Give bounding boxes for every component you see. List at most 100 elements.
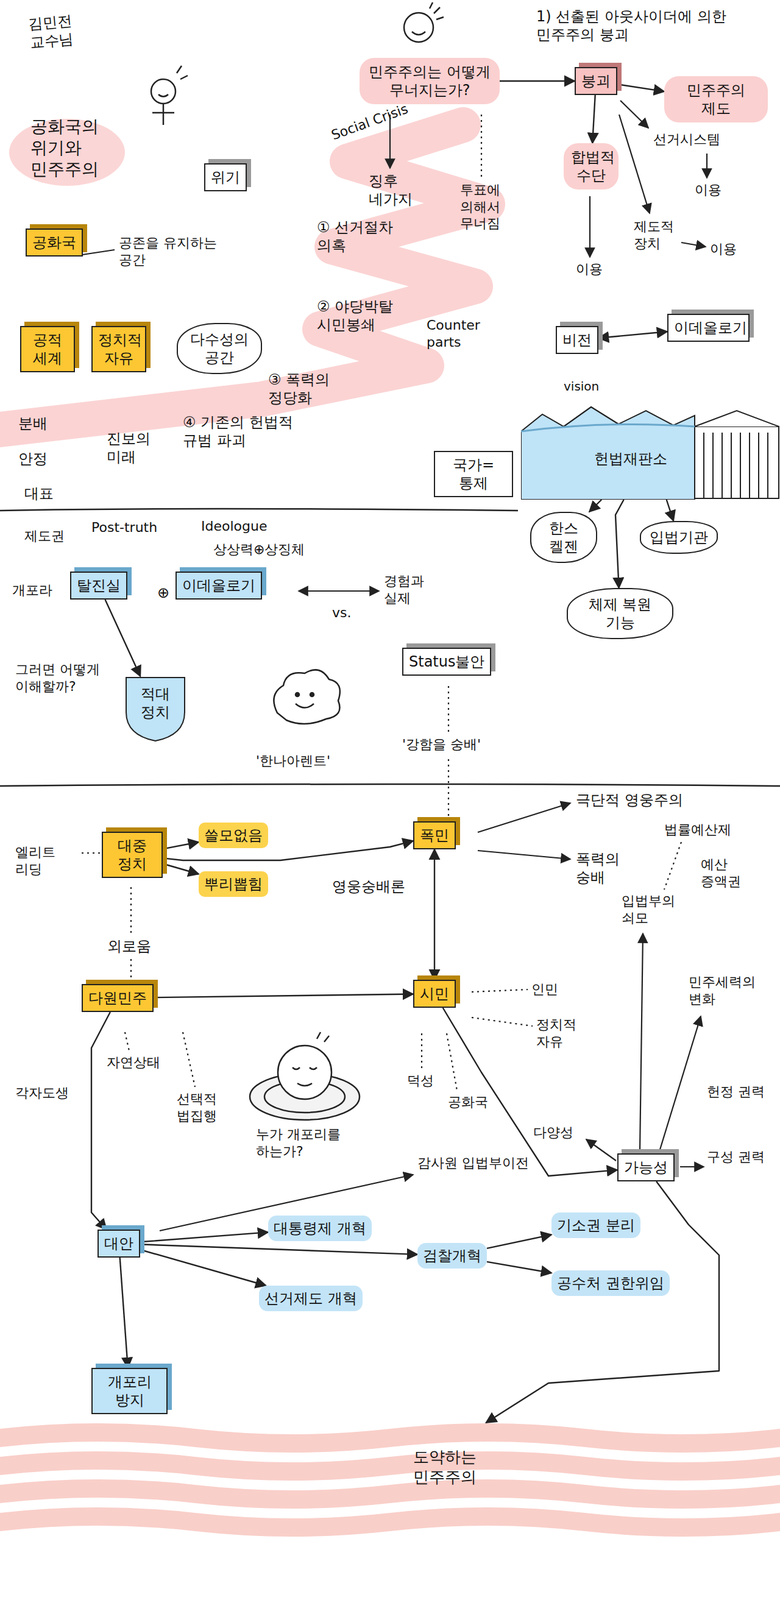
note-label: 제도적 장치	[633, 218, 683, 252]
label-text: 이데올로기	[182, 576, 256, 595]
label-text: 공적 세계	[26, 330, 69, 368]
reform-note: 검찰개혁	[417, 1243, 487, 1269]
note-label: 선택적 법집행	[176, 1090, 244, 1125]
post-truth-box: 탈진실	[70, 571, 128, 600]
connector-arrow	[162, 842, 199, 849]
note-label: 민주세력의 변화	[688, 973, 774, 1008]
note-label: 김민전 교수님	[27, 8, 110, 52]
connector-arrow	[153, 994, 414, 999]
vision-box: 비전	[555, 326, 599, 355]
note-label: 법률예산제	[664, 821, 732, 839]
note-label: ④ 기존의 헌법적 규범 파괴	[182, 413, 305, 450]
connector-arrow	[140, 1232, 269, 1242]
question-band: 민주주의는 어떻게 무너지는가?	[359, 57, 500, 105]
connector-arrow	[598, 331, 668, 339]
note-label: 영웅숭배론	[332, 877, 406, 896]
smiley-sun	[404, 2, 444, 43]
reform-note: 기소권 분리	[551, 1212, 641, 1239]
note-label: 정치적 자유	[536, 1016, 598, 1050]
note-label: 공화국	[447, 1093, 489, 1111]
label-text: 적대 정치	[132, 684, 179, 722]
note-label: 경험과 실제	[383, 572, 451, 607]
alternative-box: 대안	[97, 1229, 141, 1258]
label-text: 이데올로기	[673, 318, 743, 337]
prevention-box: 개포리 방지	[91, 1368, 168, 1415]
note-label: 자연상태	[106, 1054, 161, 1072]
note-label: 제도권	[24, 527, 65, 545]
diagram-title: 공화국의 위기와 민주주의	[30, 115, 128, 180]
connector-arrow	[140, 1244, 418, 1255]
note-label: 그러면 어떻게 이해할까?	[15, 661, 113, 695]
label-text: 개포리 방지	[98, 1372, 161, 1410]
mob-box: 폭민	[413, 821, 456, 850]
connector-arrow	[592, 95, 596, 144]
highlight-note: 뿌리뽑힘	[198, 871, 269, 897]
label-text: 민주주의는 어떻게 무너지는가?	[366, 62, 493, 100]
connector-arrow	[162, 864, 199, 875]
note-label: 폭력의 숭배	[575, 850, 643, 887]
note-label: ③ 폭력의 정당화	[268, 370, 360, 408]
label-text: 기소권 분리	[556, 1216, 635, 1235]
concept-box: 공적 세계	[20, 326, 75, 373]
note-label: 개포라	[12, 581, 53, 600]
note-label: vision	[563, 379, 600, 395]
note-label: 이용	[575, 260, 603, 278]
label-text: 대중 정치	[108, 836, 156, 874]
connector-arrow	[120, 1257, 128, 1369]
note-label: 이용	[694, 181, 722, 199]
note-label: 감사원 입법부이전	[417, 1154, 529, 1172]
connector-arrow	[91, 1012, 111, 1230]
note-label: 대표	[24, 484, 54, 503]
label-text: 대안	[104, 1234, 134, 1253]
note-label: '강함을 숭배'	[402, 736, 481, 754]
note-label: 극단적 영웅주의	[575, 790, 684, 810]
note-label: 구성 권력	[706, 1148, 765, 1166]
connector-arrow	[443, 1007, 618, 1177]
connector-arrow	[433, 849, 436, 980]
label-text: 검찰개혁	[422, 1246, 482, 1266]
state-box: 국가=통제	[433, 450, 514, 498]
ideology-box: 이데올로기	[667, 313, 750, 342]
label-text: 선거제도 개혁	[264, 1289, 358, 1308]
label-text: 정치적 자유	[98, 330, 140, 368]
note-label: ① 선거절차 의혹	[316, 218, 421, 255]
label-text: 체제 복원 기능	[576, 595, 664, 632]
note-label: Counter parts	[426, 316, 506, 351]
label-text: 다원민주	[88, 989, 147, 1008]
note-label: 투표에 의해서 무너짐	[460, 181, 522, 233]
label-text: 도약하는 민주주의	[390, 1447, 500, 1487]
leader-arrows	[74, 100, 707, 1231]
label-text: 공수처 권한위임	[556, 1274, 665, 1293]
note-label: 분배	[18, 414, 48, 433]
reform-note: 대통령제 개혁	[268, 1215, 372, 1242]
label-text: 위기	[210, 168, 241, 187]
note-label: 외로움	[107, 937, 152, 956]
label-text: 입법기관	[649, 528, 709, 547]
cloud-bubble: 체제 복원 기능	[566, 588, 674, 640]
note-label: '한나아렌트'	[255, 752, 331, 770]
collapse-box: 붕괴	[574, 67, 618, 96]
cloud-bubble: 한스 켈젠	[530, 511, 598, 564]
pluralism-box: 다원민주	[81, 984, 154, 1013]
label-text: 다수성의 공간	[186, 330, 253, 367]
note-label: 각자도생	[15, 1084, 69, 1102]
section-divider	[0, 508, 780, 787]
note-label: 다양성	[533, 1124, 574, 1142]
label-text: 탈진실	[76, 576, 121, 595]
republic-box: 공화국	[25, 228, 83, 257]
cloud-face	[273, 669, 340, 724]
note-label: ⊕	[157, 583, 170, 603]
person-figure	[151, 65, 188, 125]
note-label: 진보의 미래	[106, 429, 174, 467]
connector-arrow	[140, 1249, 266, 1286]
concept-box: 정치적 자유	[91, 326, 147, 373]
cloud-bubble: 입법기관	[639, 521, 718, 554]
note-label: 안정	[18, 449, 48, 468]
note-label: 덕성	[407, 1072, 434, 1090]
label-text: 붕괴	[581, 71, 611, 91]
connector-arrow	[105, 599, 141, 677]
connector-arrow	[486, 1262, 552, 1273]
court-building: 헌법재판소	[521, 402, 780, 500]
shield-shape: 적대 정치	[124, 676, 186, 743]
highlight-note: 민주주의 제도	[664, 76, 768, 123]
